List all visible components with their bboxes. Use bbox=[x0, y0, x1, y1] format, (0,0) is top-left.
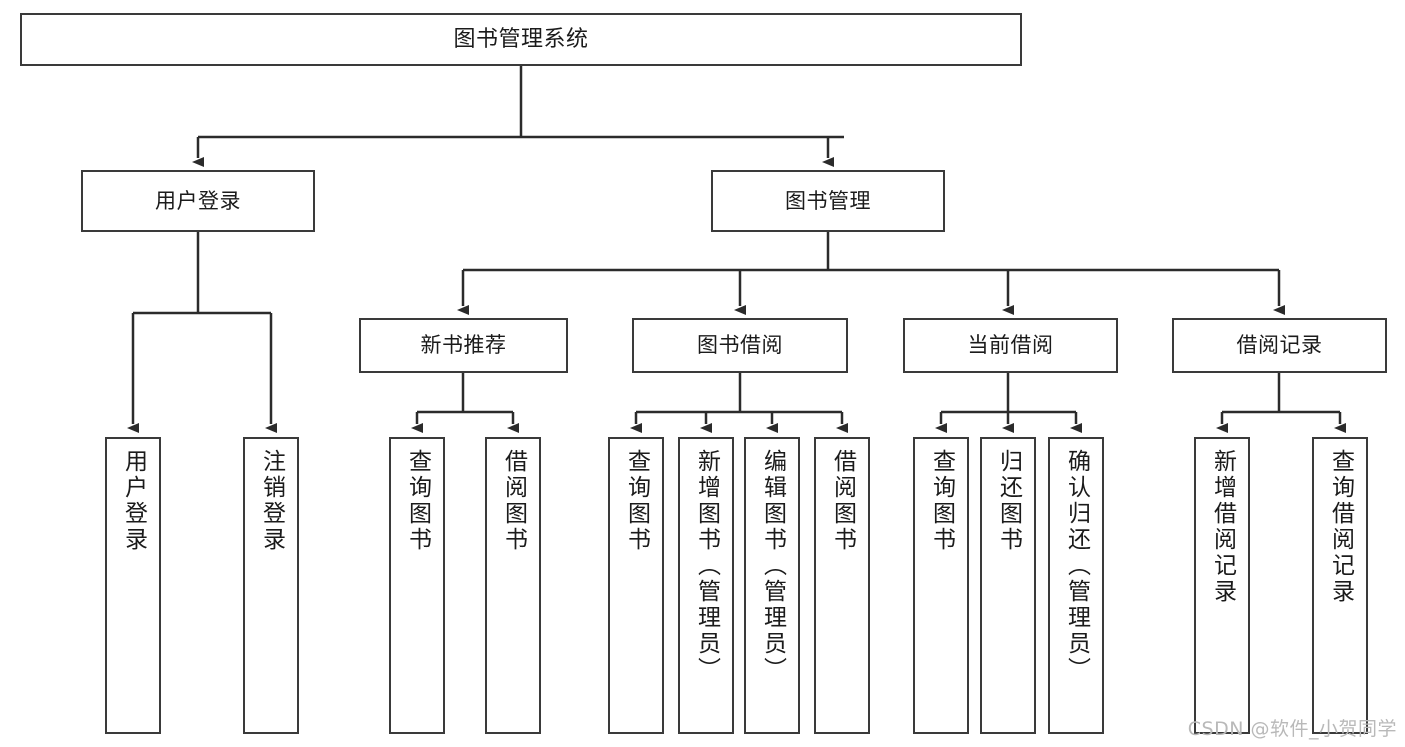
leaf-add-borrow-record[interactable]: 新增借阅记录 bbox=[1194, 437, 1250, 734]
leaf-edit-book-admin[interactable]: 编辑图书（管理员） bbox=[744, 437, 800, 734]
node-label: 图书管理系统 bbox=[453, 26, 589, 52]
node-root-book-management-system[interactable]: 图书管理系统 bbox=[20, 13, 1022, 66]
node-label: 查询图书 bbox=[928, 449, 955, 553]
node-label: 当前借阅 bbox=[967, 333, 1054, 358]
node-borrow-record[interactable]: 借阅记录 bbox=[1172, 318, 1387, 373]
node-label: 编辑图书（管理员） bbox=[759, 449, 786, 683]
node-label: 确认归还（管理员） bbox=[1063, 449, 1090, 683]
node-label: 图书管理 bbox=[785, 188, 871, 213]
node-new-book-recommend[interactable]: 新书推荐 bbox=[359, 318, 568, 373]
node-label: 查询图书 bbox=[404, 449, 431, 553]
node-label: 新书推荐 bbox=[420, 333, 507, 358]
node-current-borrow[interactable]: 当前借阅 bbox=[903, 318, 1118, 373]
leaf-borrow-book-recommend[interactable]: 借阅图书 bbox=[485, 437, 541, 734]
node-label: 注销登录 bbox=[258, 449, 285, 553]
leaf-borrow-book[interactable]: 借阅图书 bbox=[814, 437, 870, 734]
node-label: 图书借阅 bbox=[697, 333, 783, 358]
watermark-text: CSDN @软件_小贺同学 bbox=[1187, 718, 1397, 740]
node-book-management[interactable]: 图书管理 bbox=[711, 170, 945, 232]
leaf-query-borrow-record[interactable]: 查询借阅记录 bbox=[1312, 437, 1368, 734]
node-book-borrow[interactable]: 图书借阅 bbox=[632, 318, 848, 373]
node-label: 借阅图书 bbox=[829, 449, 856, 553]
leaf-query-book-recommend[interactable]: 查询图书 bbox=[389, 437, 445, 734]
node-label: 借阅记录 bbox=[1236, 333, 1323, 358]
leaf-confirm-return-admin[interactable]: 确认归还（管理员） bbox=[1048, 437, 1104, 734]
node-label: 新增借阅记录 bbox=[1209, 449, 1236, 605]
node-label: 查询图书 bbox=[623, 449, 650, 553]
leaf-logout[interactable]: 注销登录 bbox=[243, 437, 299, 734]
node-label: 用户登录 bbox=[155, 188, 241, 213]
node-label: 归还图书 bbox=[995, 449, 1022, 553]
leaf-query-book-current[interactable]: 查询图书 bbox=[913, 437, 969, 734]
leaf-user-login[interactable]: 用户登录 bbox=[105, 437, 161, 734]
leaf-return-book[interactable]: 归还图书 bbox=[980, 437, 1036, 734]
node-label: 借阅图书 bbox=[500, 449, 527, 553]
leaf-query-book-borrow[interactable]: 查询图书 bbox=[608, 437, 664, 734]
node-label: 查询借阅记录 bbox=[1327, 449, 1354, 605]
node-label: 新增图书（管理员） bbox=[693, 449, 720, 683]
leaf-add-book-admin[interactable]: 新增图书（管理员） bbox=[678, 437, 734, 734]
node-user-login[interactable]: 用户登录 bbox=[81, 170, 315, 232]
node-label: 用户登录 bbox=[120, 449, 147, 553]
